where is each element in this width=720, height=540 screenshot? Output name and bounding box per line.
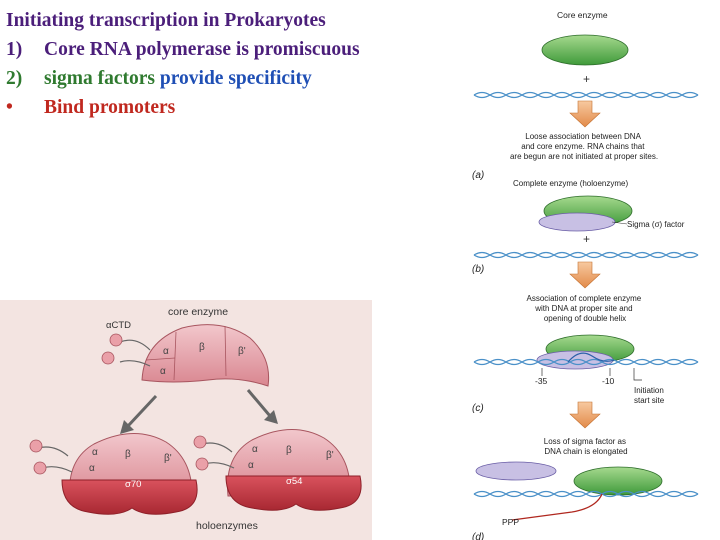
panel-c-line-2: with DNA at proper site and [534,304,632,313]
core-alpha-1: α [163,346,169,357]
actd-label: αCTD [106,320,131,331]
sigma-factor-shape [538,212,616,232]
sigma-pointer-line [611,221,628,225]
point-1: 1) Core RNA polymerase is promiscuous [6,35,360,64]
holoenzyme-label: Complete enzyme (holoenzyme) [513,179,628,188]
panel-a-description: Loose association between DNA and core e… [510,132,658,161]
point-2-number: 2) [6,68,23,89]
slide-text: Initiating transcription in Prokaryotes … [6,6,360,122]
panel-d-line-1: Loss of sigma factor as [544,437,626,446]
core-actd-domains [101,333,151,367]
sigma70-label: σ70 [125,479,141,490]
ppp-label: PPP [502,517,519,527]
panel-c-line-1: Association of complete enzyme [527,294,642,303]
core-beta-prime: β' [238,346,246,357]
arrow-to-sigma70-head [120,420,134,434]
arrow-to-sigma54-head [264,410,278,424]
holo54-alpha-1: α [252,444,258,455]
core-enzyme-body [141,324,270,387]
holoenzymes-caption: holoenzymes [196,520,258,532]
panel-c-description: Association of complete enzyme with DNA … [527,294,644,323]
point-2: 2) sigma factors provide specificity [6,64,360,93]
holoenzyme-sigma54 [193,429,362,511]
point-1-text: Core RNA polymerase is promiscuous [44,39,360,60]
point-1-number: 1) [6,39,23,60]
point-2-sigma-text: sigma factors [44,68,156,89]
initiation-line-1: Initiation [634,386,664,395]
rna-transcript [511,493,603,521]
holo70-alpha-2: α [89,463,95,474]
holo70-beta: β [125,449,131,460]
arrow-to-sigma70 [126,394,158,428]
start-site-marker [633,368,642,381]
dna-helix-d [473,490,699,498]
panel-b-letter: (b) [472,264,484,275]
core-beta: β [199,342,205,353]
initiation-label: Initiation start site [634,386,666,405]
point-3: • Bind promoters [6,93,360,122]
open-helix-bubble [567,352,615,363]
point-3-text: Bind promoters [44,97,176,118]
down-arrow-a [569,100,601,128]
panel-d-description: Loss of sigma factor as DNA chain is elo… [544,437,629,456]
released-sigma-shape [475,461,557,481]
panel-d-line-2: DNA chain is elongated [544,447,627,456]
holo54-beta: β [286,445,292,456]
minus35-label: -35 [535,376,548,386]
panel-a-line-3: are begun are not initiated at proper si… [510,152,658,161]
holo70-beta-prime: β' [164,453,172,464]
arrow-to-sigma54 [246,389,272,417]
elongating-core-shape [573,466,663,496]
sigma-cycle-figure: Core enzyme + Loose association between … [472,10,699,540]
holoenzyme-figure: core enzyme αCTD α α β β' α α β β' σ70 [0,300,372,540]
holo54-beta-prime: β' [326,450,334,461]
panel-c-line-3: opening of double helix [544,314,626,323]
dna-helix-a [473,91,699,99]
panel-a-letter: (a) [472,170,484,181]
holo54-alpha-2: α [248,460,254,471]
point-3-bullet: • [6,97,13,118]
dna-helix-b [473,251,699,259]
panel-a-line-2: and core enzyme. RNA chains that [521,142,645,151]
initiation-line-2: start site [634,396,665,405]
sigma54-label: σ54 [286,476,302,487]
panel-a-line-1: Loose association between DNA [525,132,641,141]
core-enzyme-label: Core enzyme [557,10,608,20]
slide-title: Initiating transcription in Prokaryotes [6,10,326,31]
sigma-factor-label: Sigma (σ) factor [627,220,685,229]
plus-sign-b: + [583,232,590,246]
panel-d-letter: (d) [472,532,484,540]
plus-sign-a: + [583,72,590,86]
minus10-label: -10 [602,376,615,386]
holo70-alpha-1: α [92,447,98,458]
panel-c-letter: (c) [472,403,484,414]
dna-helix-c [473,358,699,366]
holoenzyme-sigma70 [29,433,198,515]
point-2-specificity-text: provide specificity [159,68,312,89]
core-enzyme-caption: core enzyme [168,306,228,318]
core-alpha-2: α [160,366,166,377]
down-arrow-b [569,261,601,289]
core-enzyme-shape [541,34,629,66]
down-arrow-c [569,401,601,429]
